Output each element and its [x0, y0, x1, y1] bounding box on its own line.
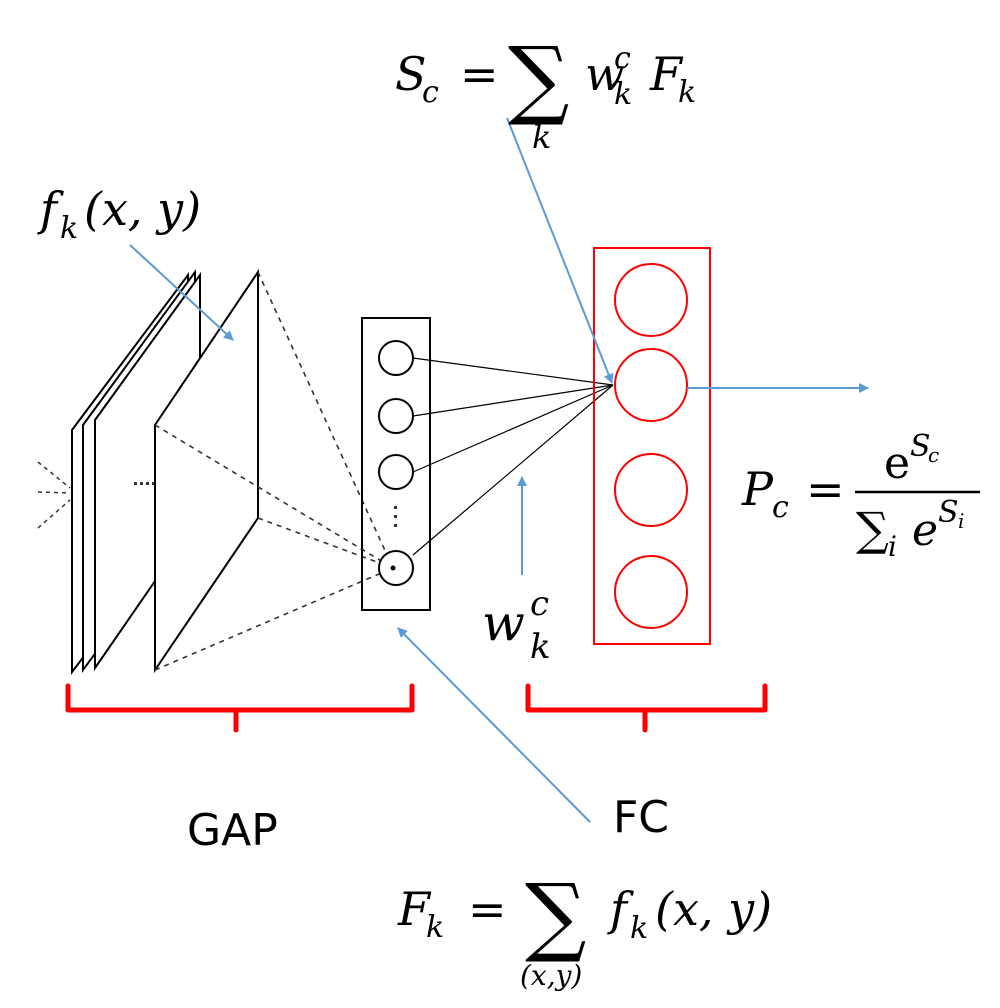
feature-map-stack — [71, 268, 201, 675]
svg-text:=: = — [468, 882, 507, 936]
arrow-fkxy — [129, 244, 234, 341]
sum-symbol-sc: ∑ — [508, 29, 569, 129]
svg-text:e: e — [912, 505, 938, 556]
output-node-1 — [614, 263, 688, 337]
arrow-fk — [397, 627, 591, 823]
svg-text:(x, y): (x, y) — [655, 882, 772, 936]
gap-label: GAP — [187, 805, 278, 856]
braces — [65, 683, 768, 733]
output-box — [593, 247, 711, 645]
svg-text:F: F — [397, 882, 432, 936]
fc-weight-lines — [412, 357, 614, 556]
pooled-point — [390, 565, 396, 571]
svg-text:i: i — [888, 530, 897, 563]
svg-text:k: k — [530, 627, 551, 667]
formula-sc: S c = ∑ k w c k F k — [395, 29, 696, 156]
svg-text:c: c — [772, 490, 789, 525]
svg-text:k: k — [614, 77, 632, 112]
svg-text:w: w — [585, 47, 624, 101]
formula-fk-sum: F k = ∑ (x,y) f k (x, y) — [397, 866, 772, 992]
svg-text:k: k — [532, 118, 551, 156]
fc-brace — [525, 683, 768, 733]
gap-nodes — [378, 340, 414, 586]
output-nodes — [614, 263, 688, 629]
arrow-sc — [506, 117, 614, 384]
svg-text:k: k — [60, 211, 78, 246]
svg-text:i: i — [958, 509, 964, 533]
svg-text:S: S — [395, 47, 427, 101]
stack-ellipsis — [134, 482, 155, 485]
svg-text:c: c — [530, 584, 549, 624]
sum-symbol-fk: ∑ — [525, 866, 586, 966]
svg-text:(x,y): (x,y) — [520, 959, 582, 992]
fc-label: FC — [613, 792, 669, 843]
svg-text:S: S — [910, 429, 931, 464]
svg-text:F: F — [649, 47, 684, 101]
gap-brace — [65, 683, 415, 733]
svg-text:k: k — [630, 911, 648, 946]
svg-text:P: P — [741, 462, 774, 516]
svg-text:k: k — [678, 75, 696, 110]
gap-projection-lines — [154, 271, 394, 671]
svg-text:c: c — [614, 41, 631, 76]
svg-text:c: c — [928, 443, 939, 467]
gap-node-1 — [378, 340, 414, 376]
gap-nodes-ellipsis — [394, 506, 397, 527]
formula-fkxy: f k (x, y) — [37, 182, 201, 246]
svg-text:w: w — [482, 594, 525, 652]
gap-node-3 — [378, 454, 414, 490]
svg-text:c: c — [422, 75, 439, 110]
svg-text:=: = — [806, 462, 845, 516]
output-node-4 — [614, 555, 688, 629]
svg-text:=: = — [460, 47, 499, 101]
svg-text:(x, y): (x, y) — [84, 182, 201, 236]
svg-text:k: k — [426, 910, 444, 945]
svg-text:e: e — [884, 438, 910, 489]
svg-text:S: S — [938, 495, 959, 530]
incoming-dashed-lines — [37, 461, 71, 529]
gap-node-last — [378, 550, 414, 586]
formula-pc: P c = e S c ∑ i e S i — [741, 429, 980, 563]
output-node-2 — [614, 348, 688, 422]
annotation-arrows — [129, 117, 869, 823]
svg-text:∑: ∑ — [856, 502, 889, 556]
output-node-3 — [614, 453, 688, 527]
formula-wkc: w c k — [482, 584, 551, 667]
gap-node-2 — [378, 398, 414, 434]
